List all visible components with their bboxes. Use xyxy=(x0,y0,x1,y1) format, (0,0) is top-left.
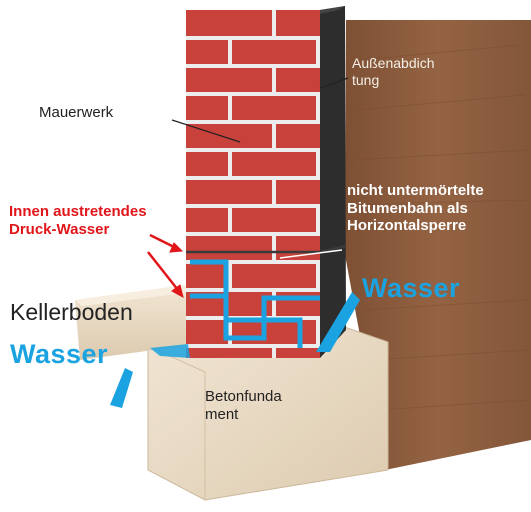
mortar-joint xyxy=(272,346,276,358)
label-pressure-water: Innen austretendes Druck-Wasser xyxy=(9,203,147,238)
cellar-floor-top xyxy=(75,285,192,306)
bitumen-barrier xyxy=(186,244,347,254)
cellar-floor-slab xyxy=(75,285,190,360)
mortar-joint xyxy=(228,150,232,178)
label-water-left: Wasser xyxy=(10,339,109,369)
label-outer-seal: Außenabdich tung xyxy=(352,55,435,88)
label-cellar-floor: Kellerboden xyxy=(10,299,133,325)
mortar-joint xyxy=(228,94,232,122)
mortar-joint xyxy=(186,260,320,264)
mortar-joint xyxy=(186,176,320,180)
mortar-joint xyxy=(186,120,320,124)
label-bitumen-barrier: nicht untermörtelte Bitumenbahn als Hori… xyxy=(347,182,484,235)
brick-wall xyxy=(186,10,320,358)
mortar-joint xyxy=(272,234,276,262)
water-stream-left xyxy=(110,368,133,408)
pointer-masonry xyxy=(171,119,241,143)
mortar-joint xyxy=(272,290,276,318)
mortar-joint xyxy=(186,232,320,236)
water-wedge-floor xyxy=(150,344,190,358)
mortar-joint xyxy=(316,318,320,346)
mortar-joint xyxy=(272,178,276,206)
soil-grain xyxy=(349,44,529,411)
mortar-joint xyxy=(272,122,276,150)
mortar-joint xyxy=(186,204,320,208)
mortar-joint xyxy=(316,150,320,178)
mortar-joint xyxy=(272,10,276,38)
mortar-joint xyxy=(228,318,232,346)
mortar-joint xyxy=(316,38,320,66)
water-path-wall xyxy=(190,259,320,348)
mortar-joint xyxy=(228,262,232,290)
mortar-joint xyxy=(186,36,320,40)
mortar-joint xyxy=(228,206,232,234)
mortar-joint xyxy=(272,66,276,94)
mortar-joint xyxy=(316,94,320,122)
mortar-joint xyxy=(228,38,232,66)
mortar-joint xyxy=(186,92,320,96)
outer-sealing-membrane xyxy=(320,6,346,358)
red-arrows xyxy=(147,233,184,298)
label-water-right: Wasser xyxy=(362,273,461,303)
label-masonry: Mauerwerk xyxy=(39,104,114,121)
mortar-joint xyxy=(186,288,320,292)
mortar-joint xyxy=(186,148,320,152)
pointer-outer-seal xyxy=(319,77,349,89)
pointer-bitumen xyxy=(279,249,343,259)
mortar-joint xyxy=(186,344,320,348)
label-foundation: Betonfunda ment xyxy=(205,388,282,423)
mortar-joint xyxy=(186,64,320,68)
soil-backfill xyxy=(345,20,531,470)
mortar-joint xyxy=(316,262,320,290)
water-stream-right xyxy=(316,292,360,352)
mortar-joint xyxy=(316,206,320,234)
